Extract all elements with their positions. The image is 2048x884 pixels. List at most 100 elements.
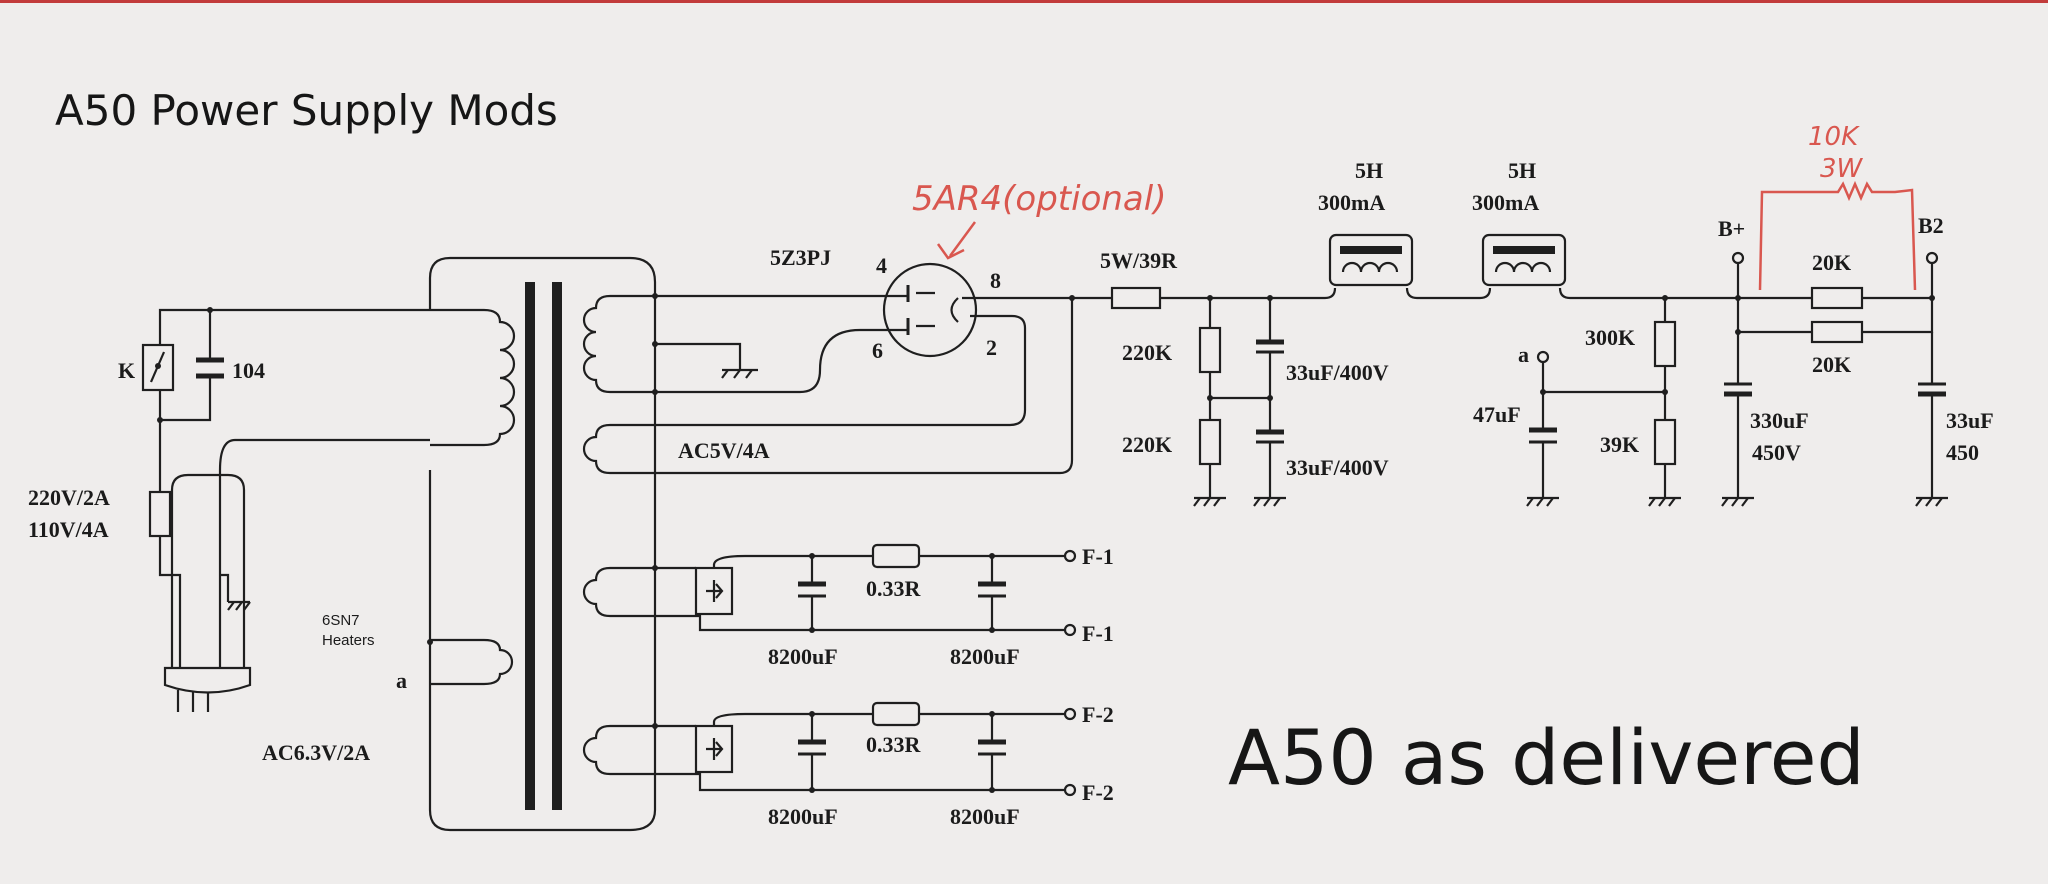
- tube-plate-leads: [916, 291, 935, 328]
- cap104-plates: [196, 357, 224, 379]
- f2-junction-top: [652, 723, 658, 729]
- choke-1: [1328, 233, 1414, 287]
- b2-junction: [1929, 295, 1935, 301]
- c330-value: 330uF: [1750, 408, 1809, 433]
- f1-c2-bot: [989, 627, 995, 633]
- bplus-terminal: [1731, 251, 1745, 265]
- mains-input: K 104 220V/2A 110V/4A: [28, 307, 430, 712]
- plug-pins: [176, 690, 210, 712]
- node-a-mid-terminal: [1536, 350, 1550, 364]
- ac5v-label: AC5V/4A: [678, 438, 770, 463]
- plug-head: [163, 666, 252, 694]
- 5v-heater-return-wire: [655, 298, 1074, 475]
- f2-filament-supply: 0.33R F-2 F-2 8200uF 8200uF: [652, 701, 1114, 829]
- f1-terminal-top: [1063, 549, 1077, 563]
- f1-c1-bot: [809, 627, 815, 633]
- b-plus-rail: 5W/39R 5H 300mA 5H 300mA: [1100, 158, 1932, 310]
- c330-ground: [1721, 496, 1754, 507]
- transformer-frame: [428, 256, 657, 832]
- r20k-top-label: 20K: [1812, 250, 1851, 275]
- c47-ground: [1526, 496, 1559, 507]
- r220k-bottom: [1198, 418, 1222, 466]
- r220k-bot-label: 220K: [1122, 432, 1172, 457]
- r20k-bottom: [1810, 320, 1864, 344]
- tube-cathode: [950, 297, 959, 323]
- switch-k-label: K: [118, 358, 135, 383]
- f1-c2-label: 8200uF: [950, 644, 1020, 669]
- tube-pin4: 4: [876, 253, 887, 278]
- tube-envelope: [882, 262, 978, 358]
- choke1-henry: 5H: [1355, 158, 1383, 183]
- bplus-label: B+: [1718, 216, 1745, 241]
- c33-ground: [1253, 496, 1286, 507]
- r300k: [1653, 320, 1677, 368]
- f1-cap-wires: [810, 556, 994, 630]
- f2-terminal-bottom: [1063, 783, 1077, 797]
- f1-secondary-winding: [582, 566, 655, 618]
- page-title: A50 Power Supply Mods: [55, 86, 558, 135]
- annotation-arrow-head: [936, 243, 965, 260]
- f1-bridge-symbol: [706, 580, 724, 602]
- hv-to-pin6-wire: [655, 328, 908, 394]
- f1-res-label: 0.33R: [866, 576, 922, 601]
- 5v-heater-pin2-wire: [655, 314, 1027, 427]
- node-a-mid-label: a: [1518, 342, 1529, 367]
- b2-terminal: [1925, 251, 1939, 265]
- f1-out-top: [712, 554, 873, 568]
- f2-out-bottom: [655, 772, 1065, 792]
- fuse-110-label: 110V/4A: [28, 517, 109, 542]
- mains-return-wire: [218, 438, 430, 668]
- parallel-resistor-annotation: 10K 3W: [1758, 122, 1917, 291]
- output-stage: B+ B2 20K 20K 330uF 450V 33uF 450: [1718, 213, 1994, 507]
- choke-2-coil: [1494, 261, 1552, 273]
- f2-bridge-symbol: [706, 738, 724, 760]
- f2-terminal-top: [1063, 707, 1077, 721]
- f1-out-label-1: F-1: [1082, 544, 1114, 569]
- c33b-voltage: 450: [1946, 440, 1979, 465]
- f2-c1-bot: [809, 787, 815, 793]
- f1-out-bottom: [655, 614, 1065, 632]
- series-res-label: 5W/39R: [1100, 248, 1178, 273]
- f2-resistor: [871, 701, 921, 727]
- heater-node-a-left: a: [396, 668, 407, 693]
- choke-1-coil: [1341, 261, 1399, 273]
- heater-winding: [430, 638, 514, 686]
- rail-seg-3: [1558, 287, 1932, 300]
- c33-bot-label: 33uF/400V: [1286, 455, 1389, 480]
- r220k-ground: [1193, 496, 1226, 507]
- r39k: [1653, 418, 1677, 466]
- fuse: [148, 490, 172, 538]
- choke1-current: 300mA: [1318, 190, 1385, 215]
- fuse-220-label: 220V/2A: [28, 485, 110, 510]
- f2-out-label-2: F-2: [1082, 780, 1114, 805]
- r220k-top: [1198, 326, 1222, 374]
- cap104-label: 104: [232, 358, 265, 383]
- rail-seg-1: [1160, 287, 1337, 300]
- tube-pin2: 2: [986, 335, 997, 360]
- f2-c1-label: 8200uF: [768, 804, 838, 829]
- c47-label: 47uF: [1473, 402, 1521, 427]
- node-a-wire: [1541, 362, 1665, 394]
- r39k-label: 39K: [1600, 432, 1639, 457]
- series-resistor-5w39r: [1110, 286, 1162, 310]
- tube-pin8: 8: [990, 268, 1001, 293]
- b2-label: B2: [1918, 213, 1944, 238]
- rectifier-annotation: 5AR4(optional): [912, 179, 1166, 260]
- heaters-tube-label: 6SN7: [322, 612, 360, 629]
- r20k-bot-label: 20K: [1812, 352, 1851, 377]
- tube-pin6: 6: [872, 338, 883, 363]
- c33-top-label: 33uF/400V: [1286, 360, 1389, 385]
- annotation-arrow-shaft: [948, 221, 977, 257]
- mains-wire-top: [158, 308, 430, 345]
- hv-ct-ground-wire: [655, 342, 742, 370]
- f1-c1-label: 8200uF: [768, 644, 838, 669]
- fuse-to-plug-wire: [158, 536, 182, 668]
- f2-c2-label: 8200uF: [950, 804, 1020, 829]
- r220k-top-label: 220K: [1122, 340, 1172, 365]
- tube-label: 5Z3PJ: [770, 245, 831, 270]
- hv-secondary-winding: [582, 294, 655, 394]
- ac63v-label: AC6.3V/2A: [262, 740, 370, 765]
- r300k-junction: [1662, 389, 1668, 395]
